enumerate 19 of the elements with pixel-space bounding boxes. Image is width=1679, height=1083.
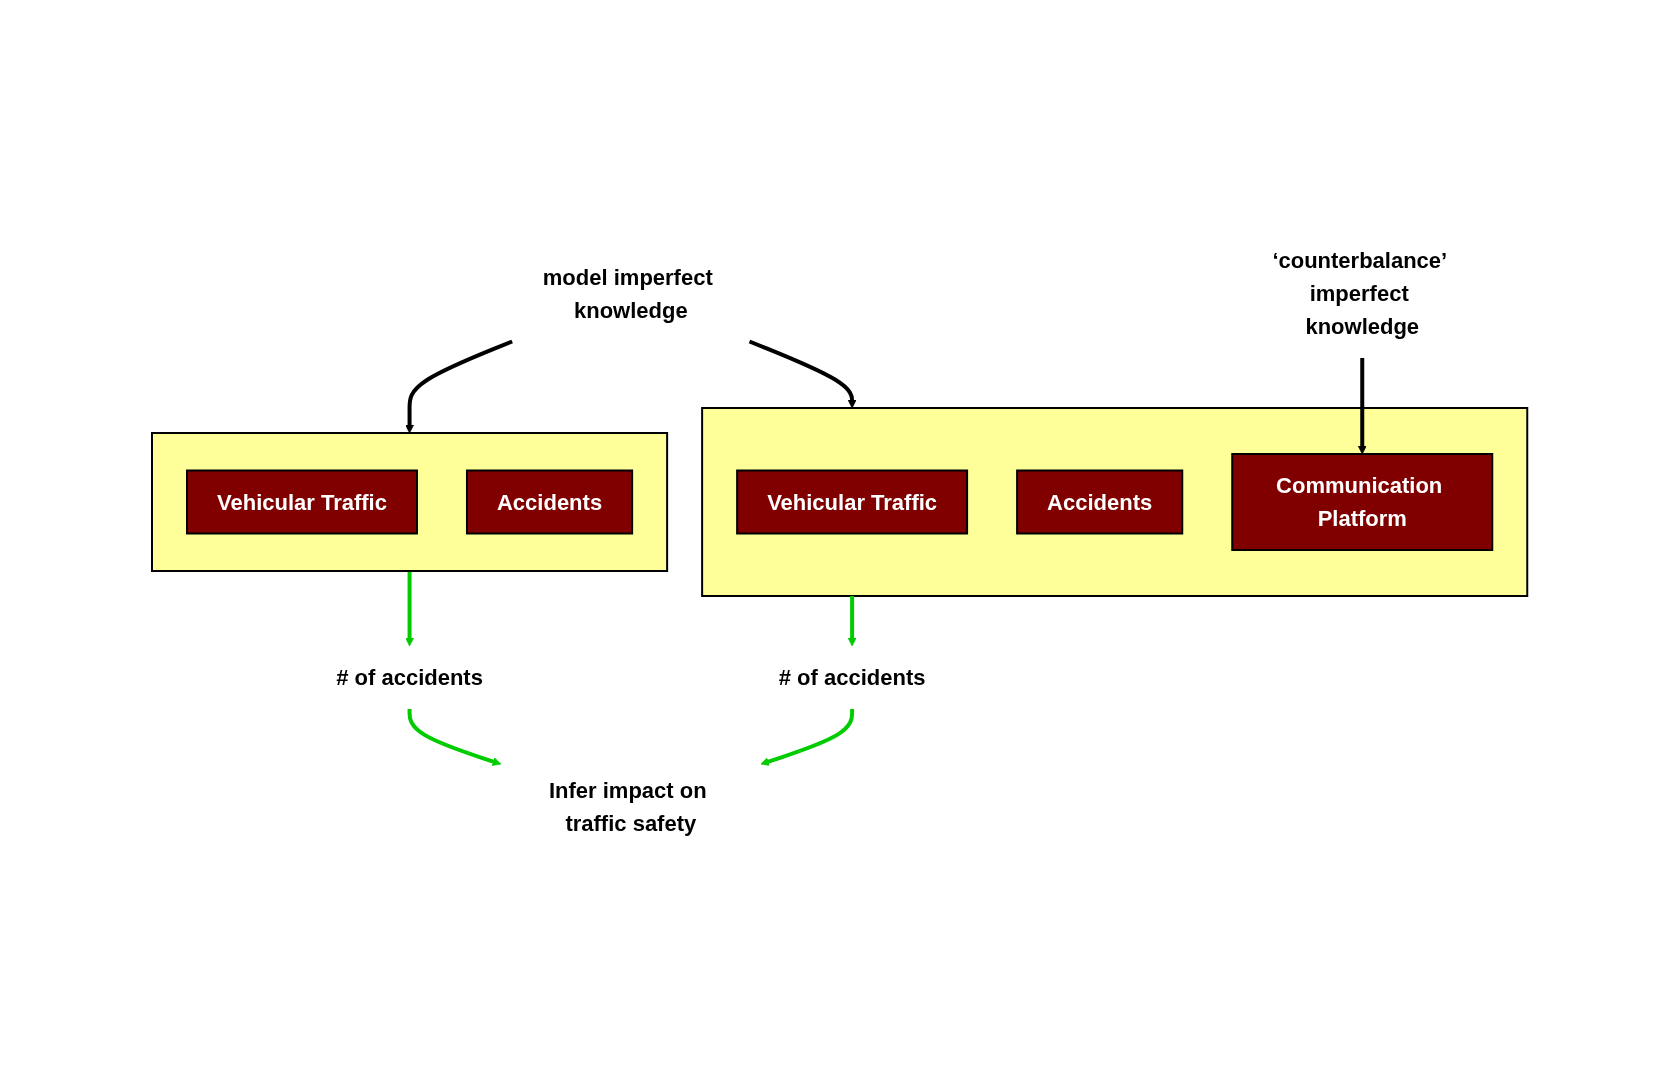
node-box: Accidents [465, 469, 633, 534]
arrow [847, 595, 857, 646]
arrow [405, 339, 513, 433]
arrow [407, 708, 502, 766]
arrow [760, 708, 854, 766]
node-box: Accidents [1015, 469, 1184, 534]
cluster [150, 431, 668, 572]
arrow [748, 339, 857, 408]
node-text: Infer impact on traffic safety [548, 777, 707, 836]
node-text: # of accidents [778, 664, 926, 690]
node-text: # of accidents [336, 664, 483, 690]
node-box: Communication Platform [1231, 452, 1494, 551]
node-text: model imperfect knowledge [542, 264, 713, 322]
arrow [1357, 357, 1367, 454]
arrow [405, 570, 414, 646]
node-box: Vehicular Traffic [185, 469, 418, 534]
node-box: Vehicular Traffic [736, 469, 968, 534]
cluster [701, 406, 1529, 597]
node-text: ‘counterbalance’ imperfect knowledge [1272, 247, 1446, 339]
